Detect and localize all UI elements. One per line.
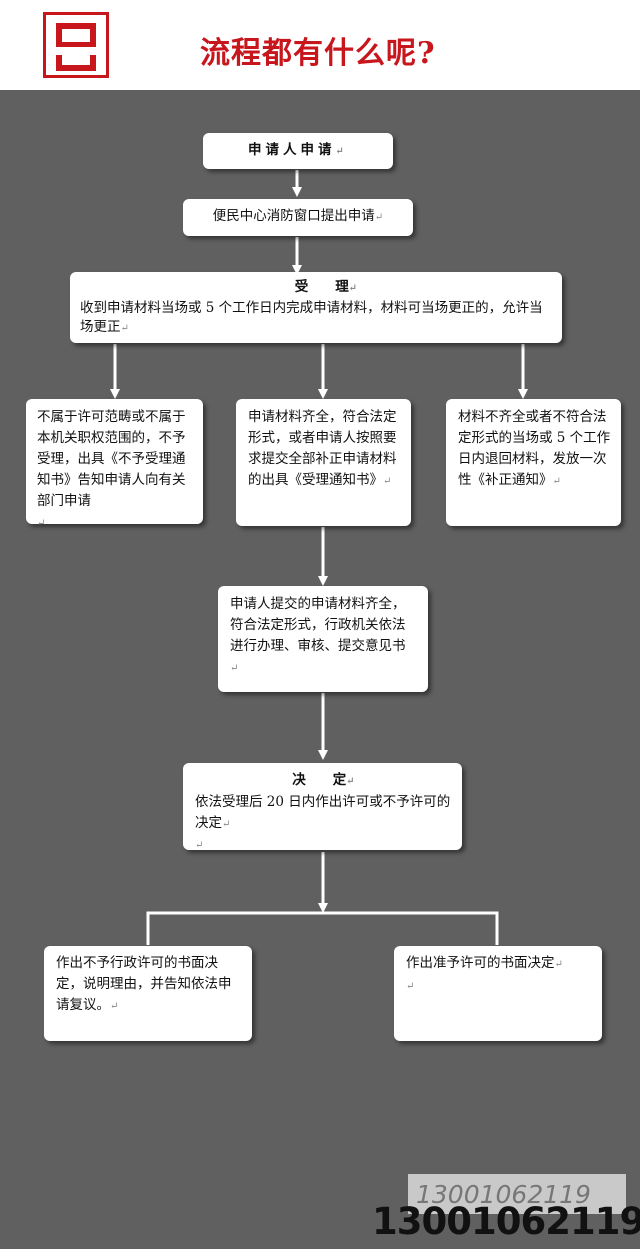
box-branch-supplement-text: 材料不齐全或者不符合法定形式的当场或 5 个工作日内退回材料，发放一次性《补正通… (458, 409, 611, 488)
box-review: 申请人提交的申请材料齐全，符合法定形式，行政机关依法进行办理、审核、提交意见书↵ (218, 586, 428, 692)
box-accept-title: 受 理 (294, 279, 349, 295)
box-decision: 决 定↵ 依法受理后 20 日内作出许可或不予许可的决定↵ ↵ (183, 763, 462, 851)
page-title: 流程都有什么呢? (200, 36, 436, 71)
box-applicant-text: 申请人申请 (248, 142, 336, 158)
box-outcome-grant-text: 作出准予许可的书面决定 (406, 955, 555, 971)
split-connector (146, 911, 499, 945)
watermark-phone: 13001062119 (372, 1200, 640, 1243)
box-submit-text: 便民中心消防窗口提出申请 (212, 208, 375, 224)
box-outcome-deny: 作出不予行政许可的书面决定，说明理由，并告知依法申请复议。↵ (44, 946, 252, 1041)
box-branch-accept-text: 申请材料齐全，符合法定形式，或者申请人按照要求提交全部补正申请材料的出具《受理通… (248, 409, 397, 488)
box-outcome-deny-text: 作出不予行政许可的书面决定，说明理由，并告知依法申请复议。 (56, 955, 232, 1013)
box-accept-body: 收到申请材料当场或 5 个工作日内完成申请材料，材料可当场更正的，允许当场更正 (80, 300, 543, 335)
watermark-box (408, 1174, 626, 1214)
box-branch-accept: 申请材料齐全，符合法定形式，或者申请人按照要求提交全部补正申请材料的出具《受理通… (236, 399, 411, 526)
box-branch-reject-text: 不属于许可范畴或不属于本机关职权范围的，不予受理，出具《不予受理通知书》告知申请… (37, 409, 186, 509)
box-decision-body: 依法受理后 20 日内作出许可或不予许可的决定 (195, 794, 451, 831)
box-applicant: 申请人申请↵ (203, 133, 393, 169)
header: 流程都有什么呢? (0, 0, 640, 90)
watermark-italic-number: 13001062119 (416, 1180, 591, 1209)
box-decision-title: 决 定 (292, 772, 347, 788)
box-branch-supplement: 材料不齐全或者不符合法定形式的当场或 5 个工作日内退回材料，发放一次性《补正通… (446, 399, 621, 526)
box-review-text: 申请人提交的申请材料齐全，符合法定形式，行政机关依法进行办理、审核、提交意见书 (230, 596, 406, 654)
box-submit-window: 便民中心消防窗口提出申请↵ (183, 199, 413, 236)
brand-logo-icon (43, 12, 109, 78)
box-branch-reject: 不属于许可范畴或不属于本机关职权范围的，不予受理，出具《不予受理通知书》告知申请… (26, 399, 203, 529)
box-accept: 受 理↵ 收到申请材料当场或 5 个工作日内完成申请材料，材料可当场更正的，允许… (70, 272, 562, 343)
box-outcome-grant: 作出准予许可的书面决定↵↵ (394, 946, 602, 1041)
